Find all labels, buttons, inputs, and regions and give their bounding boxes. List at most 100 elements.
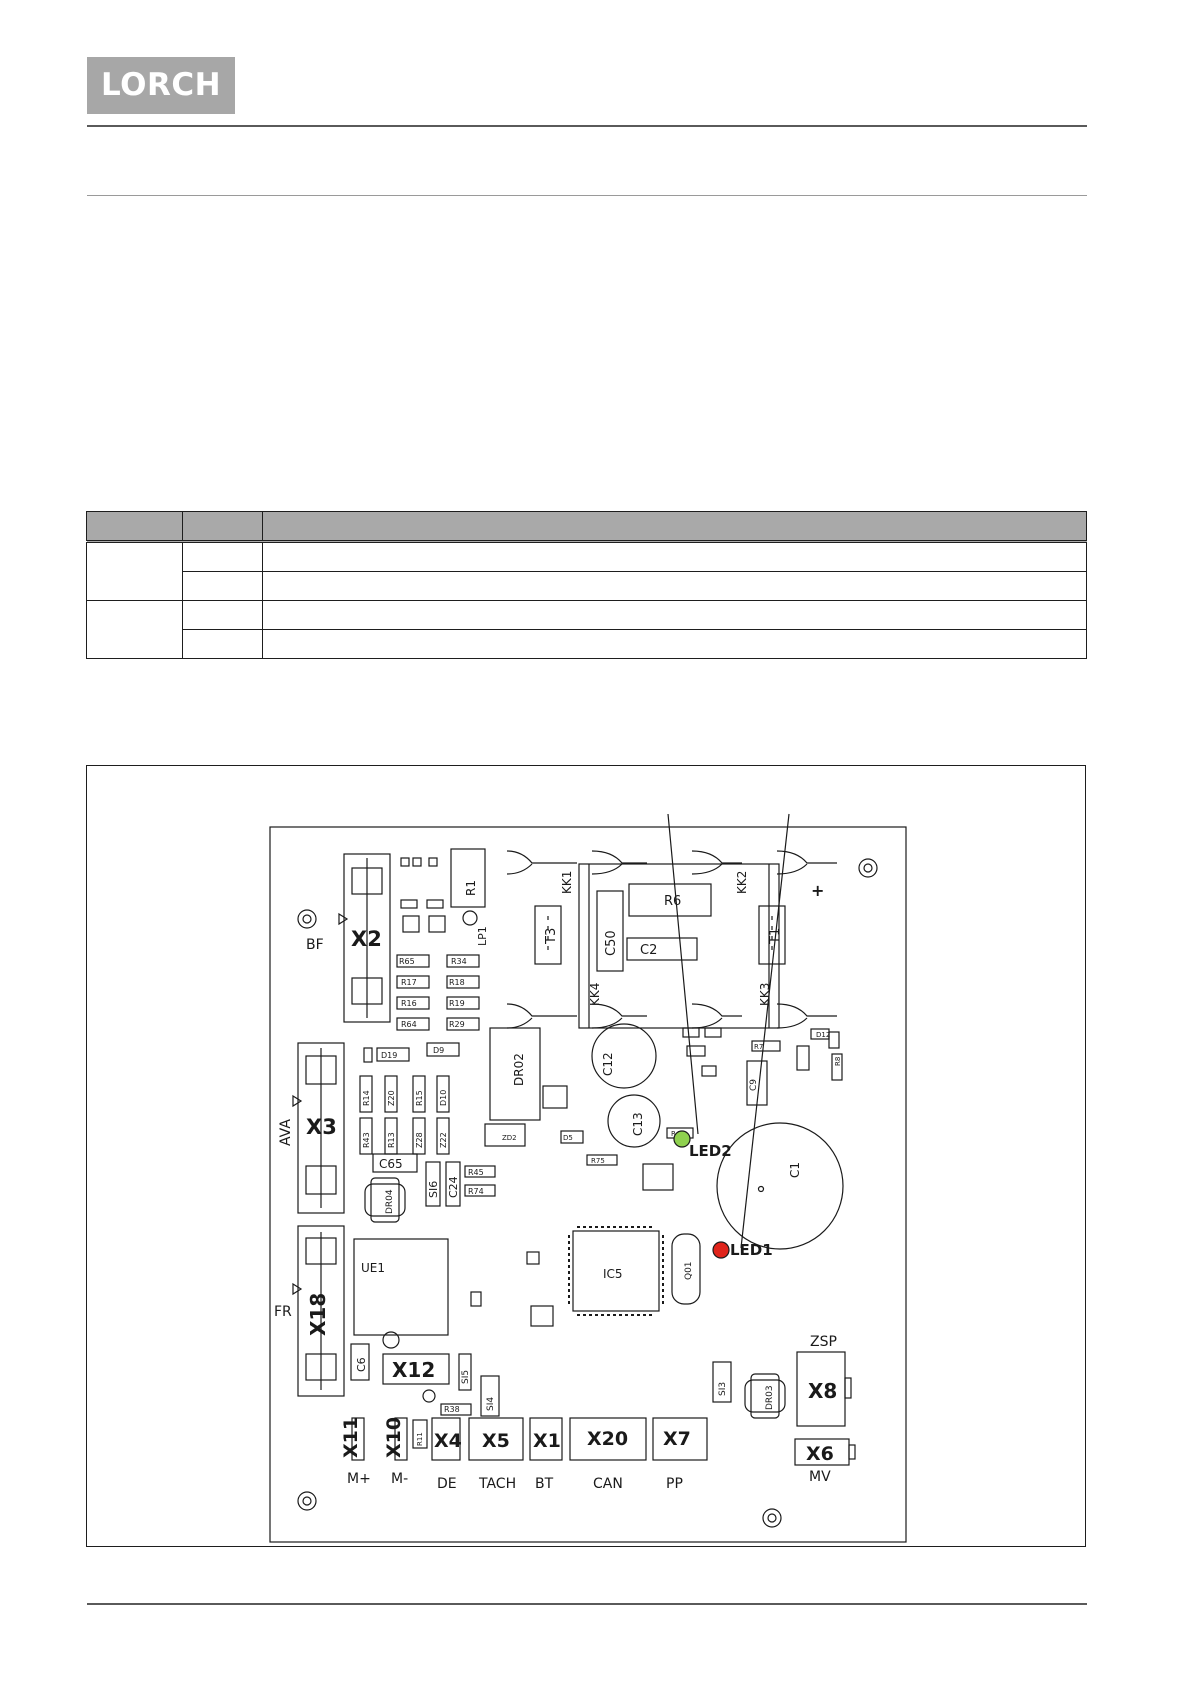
ue1-label: UE1 <box>361 1261 385 1275</box>
ic5-label: IC5 <box>603 1267 623 1281</box>
dr03-choke <box>744 1373 786 1419</box>
led2-indicator <box>673 1130 691 1148</box>
r18-label: R18 <box>449 978 465 987</box>
x2-label: X2 <box>351 927 382 951</box>
dr04-choke <box>364 1177 406 1223</box>
table-cell <box>261 571 1088 601</box>
q01-label: Q01 <box>684 1261 694 1280</box>
led2-callout-line <box>667 813 699 1135</box>
bt-label: BT <box>535 1476 554 1492</box>
si4-fuse <box>480 1375 500 1417</box>
x3-connector <box>292 1042 345 1214</box>
c1-capacitor <box>716 1122 844 1250</box>
mv-label: MV <box>809 1469 831 1485</box>
table-header-row <box>86 511 1088 543</box>
r8-label: R8 <box>834 1057 842 1066</box>
x18-label: X18 <box>306 1293 330 1336</box>
pcb-figure: KK1 KK2 KK4 KK3 T3 T1 C50 R6 C2 + X2 BF … <box>86 765 1086 1547</box>
x20-label: X20 <box>587 1428 628 1450</box>
ava-label: AVA <box>278 1119 294 1146</box>
table-row <box>86 541 1088 601</box>
table-header-cell <box>261 511 1088 543</box>
resistor-block-1 <box>396 954 480 1031</box>
c24-label: C24 <box>447 1176 460 1198</box>
kk4-label: KK4 <box>588 983 602 1006</box>
si3-fuse <box>712 1361 732 1403</box>
r19-label: R19 <box>449 999 465 1008</box>
r14-label: R14 <box>362 1090 371 1106</box>
svg-text:R11: R11 <box>416 1432 424 1446</box>
ic5-chip <box>572 1230 660 1312</box>
info-table <box>86 511 1088 659</box>
header-subrule <box>87 195 1087 196</box>
header-rule <box>87 125 1087 127</box>
z20-label: Z20 <box>387 1090 396 1106</box>
led1-indicator <box>712 1241 730 1259</box>
x1-label: X1 <box>533 1430 561 1452</box>
c50-label: C50 <box>604 930 619 956</box>
c1-label: C1 <box>788 1162 802 1178</box>
kk2-label: KK2 <box>735 871 749 894</box>
si3-label: SI3 <box>718 1382 728 1396</box>
dr02-choke <box>489 1027 541 1121</box>
table-cell <box>86 600 183 659</box>
si4-label: SI4 <box>486 1397 496 1411</box>
r65-label: R65 <box>399 957 415 966</box>
heatsink <box>506 850 837 1029</box>
x6-label: X6 <box>806 1443 834 1465</box>
dr02-label: DR02 <box>512 1053 526 1086</box>
d9-label: D9 <box>433 1046 444 1055</box>
x10-label: X10 <box>383 1417 405 1458</box>
ic5-pins <box>568 1226 664 1316</box>
x7-label: X7 <box>663 1428 691 1450</box>
table-header-cell <box>86 511 183 543</box>
bottom-connectors <box>351 1417 708 1461</box>
r75-label: R75 <box>591 1157 605 1165</box>
r6-label: R6 <box>664 894 681 909</box>
table-cell <box>181 571 263 601</box>
dr03-label: DR03 <box>765 1385 775 1410</box>
r64-label: R64 <box>401 1020 417 1029</box>
table-cell <box>86 541 183 601</box>
x12-label: X12 <box>392 1358 435 1382</box>
x18-connector <box>292 1225 345 1397</box>
smd-field <box>470 1027 843 1327</box>
table-cell <box>261 629 1088 659</box>
mounting-holes <box>297 858 878 1528</box>
lp1-label: LP1 <box>476 926 489 946</box>
c2-label: C2 <box>640 943 657 958</box>
led1-callout-line <box>740 813 790 1249</box>
plus-marker: + <box>811 881 824 900</box>
c12-capacitor <box>591 1023 657 1089</box>
table-cell <box>181 629 263 659</box>
r15-label: R15 <box>415 1090 424 1106</box>
d5-diode <box>560 1130 584 1144</box>
c12-label: C12 <box>601 1052 615 1076</box>
r29-label: R29 <box>449 1020 465 1029</box>
c6-capacitor <box>350 1343 370 1381</box>
kk3-label: KK3 <box>758 983 772 1006</box>
r34-label: R34 <box>451 957 467 966</box>
d10-label: D10 <box>439 1090 448 1106</box>
ic-small-chip <box>542 1085 568 1109</box>
c13-label: C13 <box>631 1112 645 1136</box>
c65-label: C65 <box>379 1157 403 1171</box>
c13-capacitor <box>607 1094 661 1148</box>
table-cell <box>261 600 1088 630</box>
r43-label: R43 <box>362 1132 371 1148</box>
t3-label: T3 <box>544 928 559 945</box>
si6-label: SI6 <box>427 1181 440 1198</box>
zd2-diode <box>484 1123 526 1147</box>
table-header-cell <box>181 511 263 543</box>
de-label: DE <box>437 1476 457 1492</box>
x2-connector <box>338 853 391 1023</box>
d19-label: D19 <box>381 1051 397 1060</box>
x8-label: X8 <box>808 1379 837 1403</box>
table-cell <box>181 541 263 572</box>
r13-label: R13 <box>387 1132 396 1148</box>
table-row <box>86 600 1088 659</box>
x12-connector <box>382 1331 472 1416</box>
diode-block <box>359 1042 496 1207</box>
zsp-label: ZSP <box>810 1334 837 1350</box>
tach-label: TACH <box>478 1476 516 1492</box>
